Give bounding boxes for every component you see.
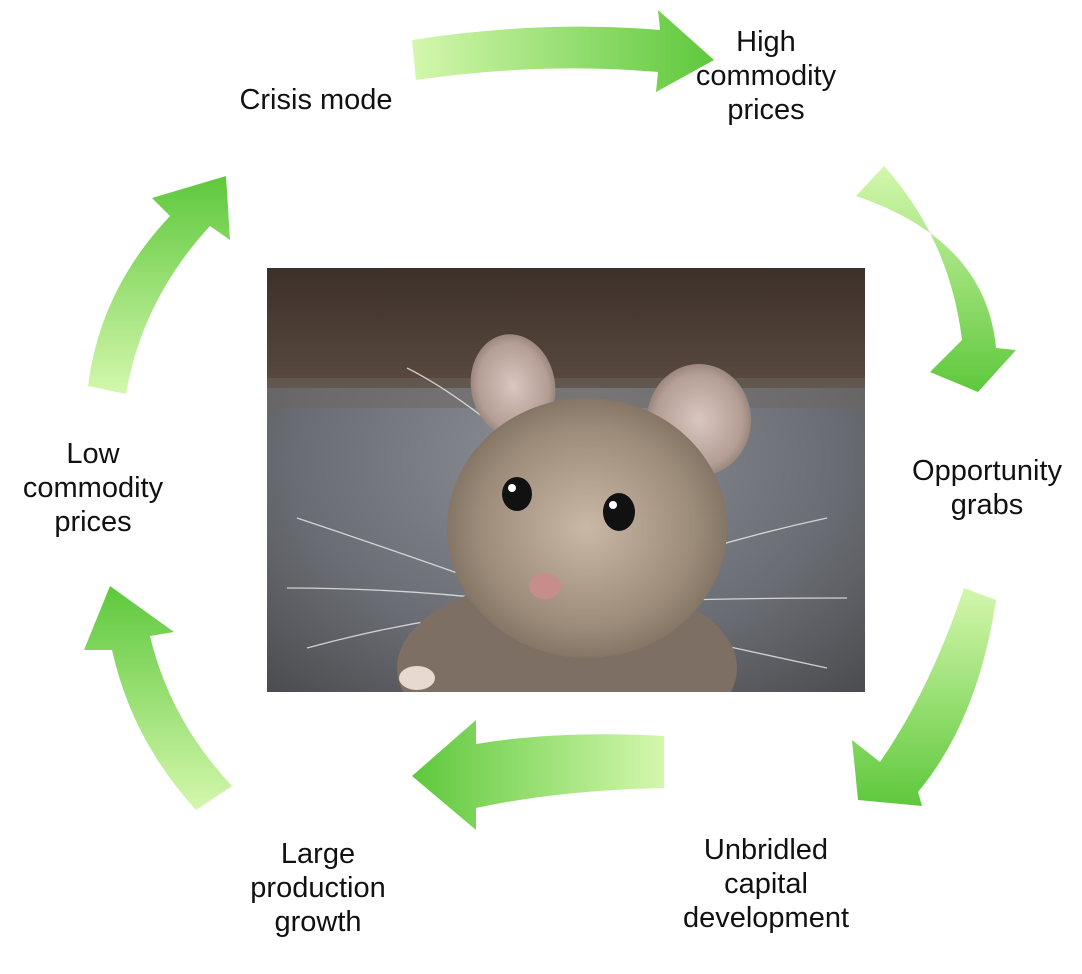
node-low-commodity-prices: Low commodity prices [23,437,163,539]
arrow-large-growth-to-low-prices [84,586,232,810]
arrow-opportunity-to-unbridled [852,588,996,806]
mouse-illustration [267,268,865,692]
arrow-unbridled-to-large-growth [412,720,664,830]
node-crisis-mode: Crisis mode [239,83,392,117]
arrow-low-prices-to-crisis [88,176,230,394]
mouse-photo [267,268,865,692]
arrow-high-prices-to-opportunity [856,166,1016,392]
arrow-crisis-to-high-prices [412,10,714,92]
node-large-production-growth: Large production growth [250,837,385,939]
node-opportunity-grabs: Opportunity grabs [912,454,1062,522]
node-high-commodity-prices: High commodity prices [696,25,836,127]
node-unbridled-capital-development: Unbridled capital development [683,833,849,935]
